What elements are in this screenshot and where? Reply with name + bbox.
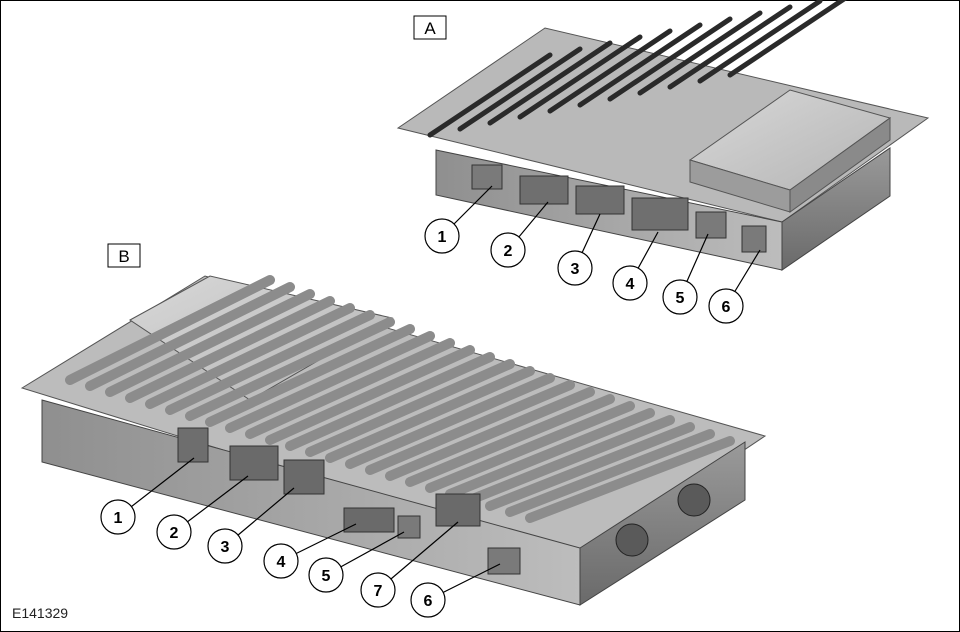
cooling-fin bbox=[245, 338, 455, 439]
callout-number: 1 bbox=[114, 510, 123, 527]
callout-circle bbox=[360, 572, 396, 608]
callout-circle bbox=[557, 250, 593, 286]
cooling-fin bbox=[457, 46, 583, 132]
view-a-callout-3: 3 bbox=[557, 250, 593, 286]
view-a-callout-4: 4 bbox=[612, 265, 648, 301]
callout-group: 1 2 3 4 5 6 1 2 3 4 5 7 6 bbox=[100, 218, 744, 618]
callout-number: 5 bbox=[676, 290, 685, 307]
callout-number: 6 bbox=[722, 299, 731, 316]
cooling-fin bbox=[607, 16, 733, 102]
cooling-fin bbox=[185, 317, 395, 421]
cooling-fin bbox=[165, 310, 375, 415]
callout-circle bbox=[308, 557, 344, 593]
cooling-fin bbox=[285, 352, 495, 451]
view-a-callout-2: 2 bbox=[490, 232, 526, 268]
callout-circle bbox=[662, 279, 698, 315]
callout-number: 3 bbox=[571, 261, 580, 278]
callout-circle bbox=[207, 528, 243, 564]
cooling-fin bbox=[465, 415, 675, 505]
figure-reference-code: E141329 bbox=[12, 605, 68, 621]
view-b-callout-6: 6 bbox=[410, 582, 446, 618]
cooling-fin bbox=[425, 401, 635, 493]
callout-circle bbox=[100, 499, 136, 535]
module-view-b bbox=[20, 275, 767, 606]
callout-number: 1 bbox=[438, 229, 447, 246]
callout-number: 6 bbox=[424, 593, 433, 610]
callout-number: 7 bbox=[374, 583, 383, 600]
module-view-a bbox=[396, 0, 930, 271]
view-b-callout-7: 7 bbox=[360, 572, 396, 608]
callout-number: 2 bbox=[170, 525, 179, 542]
cooling-fin bbox=[485, 422, 695, 511]
view-a-callout-5: 5 bbox=[662, 279, 698, 315]
cooling-fin bbox=[85, 282, 295, 391]
callout-number: 2 bbox=[504, 243, 513, 260]
callout-circle bbox=[708, 288, 744, 324]
cooling-fin bbox=[385, 387, 595, 481]
view-b-label: B bbox=[107, 243, 141, 268]
cooling-fin bbox=[305, 359, 515, 457]
cooling-fin bbox=[697, 0, 823, 84]
cooling-fin bbox=[205, 324, 415, 427]
cooling-fin bbox=[487, 40, 613, 126]
callout-circle bbox=[263, 543, 299, 579]
cooling-fin bbox=[365, 380, 575, 475]
cooling-fin bbox=[325, 366, 535, 463]
view-b-callout-4: 4 bbox=[263, 543, 299, 579]
cooling-fin bbox=[445, 408, 655, 499]
view-a-callout-6: 6 bbox=[708, 288, 744, 324]
cooling-fin bbox=[65, 275, 275, 385]
cooling-fin bbox=[727, 0, 848, 78]
view-a-label-text: A bbox=[424, 19, 436, 38]
callout-number: 4 bbox=[626, 276, 635, 293]
cooling-fin bbox=[405, 394, 615, 487]
view-b-callout-2: 2 bbox=[156, 514, 192, 550]
cooling-fin bbox=[125, 296, 335, 403]
callout-circle bbox=[612, 265, 648, 301]
cooling-fin bbox=[145, 303, 355, 409]
cooling-fin bbox=[547, 28, 673, 114]
callout-circle bbox=[490, 232, 526, 268]
cooling-fin bbox=[105, 289, 315, 397]
cooling-fin bbox=[265, 345, 475, 445]
callout-circle bbox=[156, 514, 192, 550]
view-a-callout-1: 1 bbox=[424, 218, 460, 254]
cooling-fin bbox=[505, 429, 715, 517]
callout-number: 3 bbox=[221, 539, 230, 556]
view-b-callout-5: 5 bbox=[308, 557, 344, 593]
cooling-fin bbox=[517, 34, 643, 120]
view-b-callout-3: 3 bbox=[207, 528, 243, 564]
callout-number: 5 bbox=[322, 568, 331, 585]
cooling-fin bbox=[577, 22, 703, 108]
cooling-fin bbox=[525, 436, 735, 523]
callout-number: 4 bbox=[277, 554, 286, 571]
cooling-fin bbox=[225, 331, 435, 433]
cooling-fin bbox=[345, 373, 555, 469]
view-b-callout-1: 1 bbox=[100, 499, 136, 535]
callout-circle bbox=[424, 218, 460, 254]
view-b-label-text: B bbox=[118, 247, 129, 266]
cooling-fin bbox=[427, 52, 553, 138]
view-a-label: A bbox=[413, 15, 447, 40]
cooling-fin bbox=[667, 4, 793, 90]
callout-circle bbox=[410, 582, 446, 618]
cooling-fin bbox=[637, 10, 763, 96]
